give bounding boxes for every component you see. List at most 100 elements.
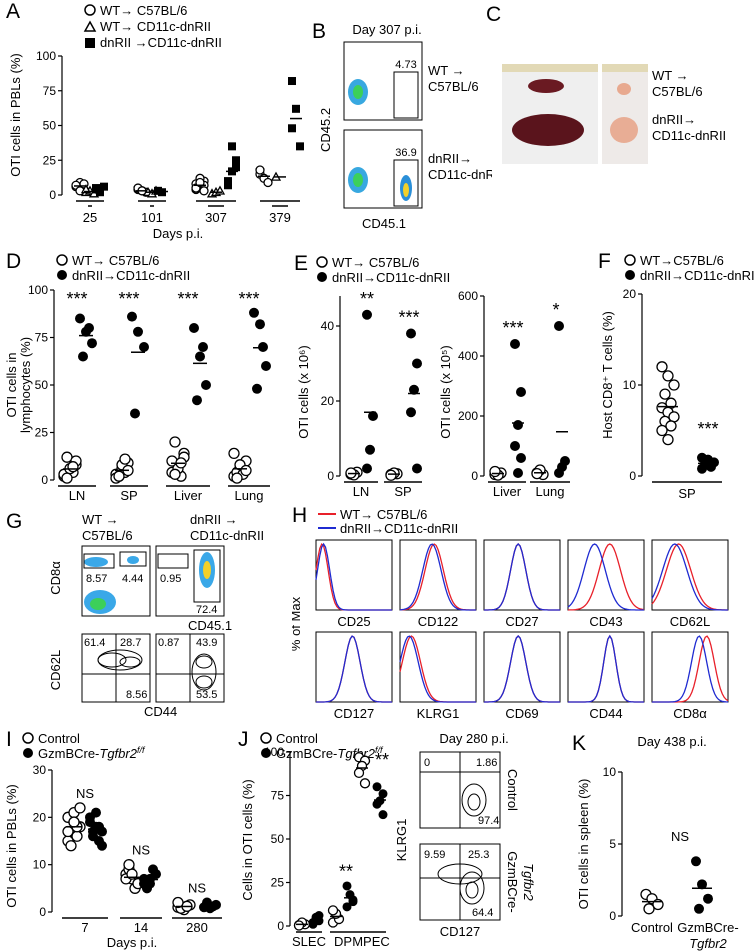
panel-g-br-value-1: 0.87	[158, 637, 179, 649]
panel-f-point	[662, 370, 674, 382]
panel-h-marker-label: CD25	[337, 614, 370, 629]
panel-g-bottom-ylabel: CD62L	[48, 650, 63, 690]
panel-i-xtick-label: 280	[186, 920, 208, 935]
panel-a-point	[96, 188, 104, 197]
panel-j-point	[342, 881, 352, 891]
panel-g-top-ylabel: CD8α	[48, 561, 63, 595]
panel-k-chart: Day 438 p.i. OTI cells in spleen (%) 051…	[576, 734, 739, 951]
panel-a-point	[100, 182, 108, 191]
panel-label-k: K	[572, 732, 587, 755]
panel-g-br-value-3: 53.5	[196, 689, 217, 701]
legend-d-wt: WT→ C57BL/6	[72, 253, 159, 268]
panel-h-histogram-box	[567, 631, 645, 703]
legend-e-dnrii-marker	[317, 272, 327, 282]
panel-e-left-point	[406, 407, 416, 418]
panel-e-left-point	[409, 384, 419, 395]
legend-d-dnrii: dnRII→CD11c-dnRII	[72, 268, 190, 283]
panel-j-title: Day 280 p.i.	[439, 731, 508, 746]
panel-j-point	[308, 919, 318, 929]
panel-h-histogram-curve	[651, 543, 728, 611]
panel-h-histogram-box	[315, 539, 393, 611]
legend-e-wt-marker	[316, 256, 328, 268]
panel-b-title: Day 307 p.i.	[352, 22, 421, 37]
panel-j-ytick-label: 0	[277, 919, 284, 933]
panel-i-point	[123, 859, 135, 871]
panel-g-bl-value-2: 28.7	[120, 637, 141, 649]
panel-g-tr-value-a: 0.95	[160, 573, 181, 585]
panel-i-point	[74, 802, 86, 814]
panel-b-row1-line1: WT →	[428, 63, 465, 78]
panel-h-histogram-curve	[567, 543, 645, 611]
legend-i-ko-marker	[23, 748, 33, 758]
panel-d-point	[67, 461, 79, 473]
panel-k-sig: NS	[671, 829, 689, 844]
panel-j-flow-row-control: Control	[505, 769, 520, 811]
panel-i-point	[94, 821, 104, 832]
panel-g-br-value-2: 43.9	[196, 637, 217, 649]
panel-a-ytick-label: 25	[43, 153, 57, 167]
panel-g-tr-value-b: 72.4	[196, 604, 217, 616]
panel-d-ytick-label: 0	[41, 473, 48, 487]
panel-b-top-core	[353, 85, 363, 99]
panel-e-right-sig: *	[552, 300, 559, 320]
panel-b-bottom-value: 36.9	[395, 147, 416, 159]
panel-h-marker-label: CD122	[418, 614, 458, 629]
panel-e-ylabel-left: OTI cells (x 10⁶)	[296, 345, 311, 438]
panel-i-point	[91, 807, 101, 818]
panel-c-row2-line1: dnRII→	[652, 112, 696, 127]
legend-e: WT→ C57BL/6 dnRII→CD11c-dnRII	[316, 255, 450, 285]
panel-k-point	[691, 856, 701, 867]
panel-j-xtick-label: SLEC	[292, 934, 326, 949]
panel-d-point	[240, 464, 252, 477]
panel-f-ytick-label: 20	[623, 287, 637, 301]
panel-d-point	[189, 323, 199, 333]
panel-a-xtick-label: 307	[205, 210, 227, 225]
panel-k-point	[694, 903, 704, 914]
legend-d: WT→ C57BL/6 dnRII→CD11c-dnRII	[56, 253, 190, 283]
panel-h-histogram-curve	[652, 635, 729, 703]
legend-f-dnrii: dnRII→CD11c-dnRII	[640, 268, 754, 283]
panel-j-ytick-label: 50	[271, 832, 285, 846]
panel-d-ylabel-line2: lymphocytes (%)	[18, 337, 33, 433]
panel-k-point	[697, 879, 707, 890]
panel-i-chart: Control GzmBCre-Tgfbr2f/f OTI cells in P…	[4, 731, 222, 950]
panel-j-xtick-label: DP	[334, 934, 352, 949]
panel-g-col2-line2: CD11c-dnRII	[190, 528, 264, 543]
panel-b-top-value: 4.73	[395, 59, 416, 71]
panel-f-ytick-label: 10	[623, 378, 637, 392]
panel-h-marker-label: CD127	[334, 706, 374, 721]
panel-h-histogram-box	[315, 631, 393, 703]
legend-f: WT→C57BL/6 dnRII→CD11c-dnRII	[624, 253, 754, 283]
panel-g-flow: WT → C57BL/6 dnRII → CD11c-dnRII CD8α 8.…	[48, 512, 264, 719]
panel-d-ylabel-line1: OTI cells in	[4, 352, 19, 417]
spleen-dnrii	[512, 114, 584, 146]
panel-h-ylabel: % of Max	[292, 596, 303, 651]
panel-d-ytick-label: 100	[28, 283, 48, 297]
panel-e-right-point	[513, 420, 523, 430]
panel-e-left-point	[362, 463, 372, 474]
panel-h-histogram-curve	[568, 634, 644, 703]
panel-j-flow-ko-value-1: 9.59	[424, 849, 445, 861]
panel-i-point	[172, 896, 184, 909]
panel-d-point	[258, 342, 268, 352]
legend-a-wt-c57-marker	[84, 4, 96, 16]
panel-f-point	[659, 388, 671, 400]
panel-e-ylabel-right: OTI cells (x 10⁵)	[438, 345, 453, 439]
panel-j-point	[372, 799, 382, 809]
panel-d-point	[249, 307, 259, 318]
panel-a-point	[199, 186, 209, 196]
panel-h-histogram-curve	[316, 635, 392, 703]
panel-j-point	[359, 778, 371, 789]
panel-f-point	[656, 424, 668, 437]
panel-b-row2-line1: dnRII→	[428, 151, 472, 166]
panel-g-br-contour-1	[195, 655, 213, 669]
ruler-left	[502, 64, 598, 72]
panel-b-flow: Day 307 p.i. CD45.2 4.73 36.9 CD45.1 WT …	[318, 22, 492, 231]
panel-b-bottom-gate	[393, 159, 419, 207]
panel-j-chart: Day 280 p.i. Control GzmBCre-Tgfbr2f/f C…	[240, 731, 536, 949]
panel-g-bl-contour-2	[119, 656, 141, 668]
legend-d-dnrii-marker	[57, 270, 67, 280]
panel-h-histogram-curve	[484, 635, 560, 703]
panel-i-sig: NS	[132, 843, 150, 858]
panel-d-xtick-label: SP	[120, 488, 137, 503]
